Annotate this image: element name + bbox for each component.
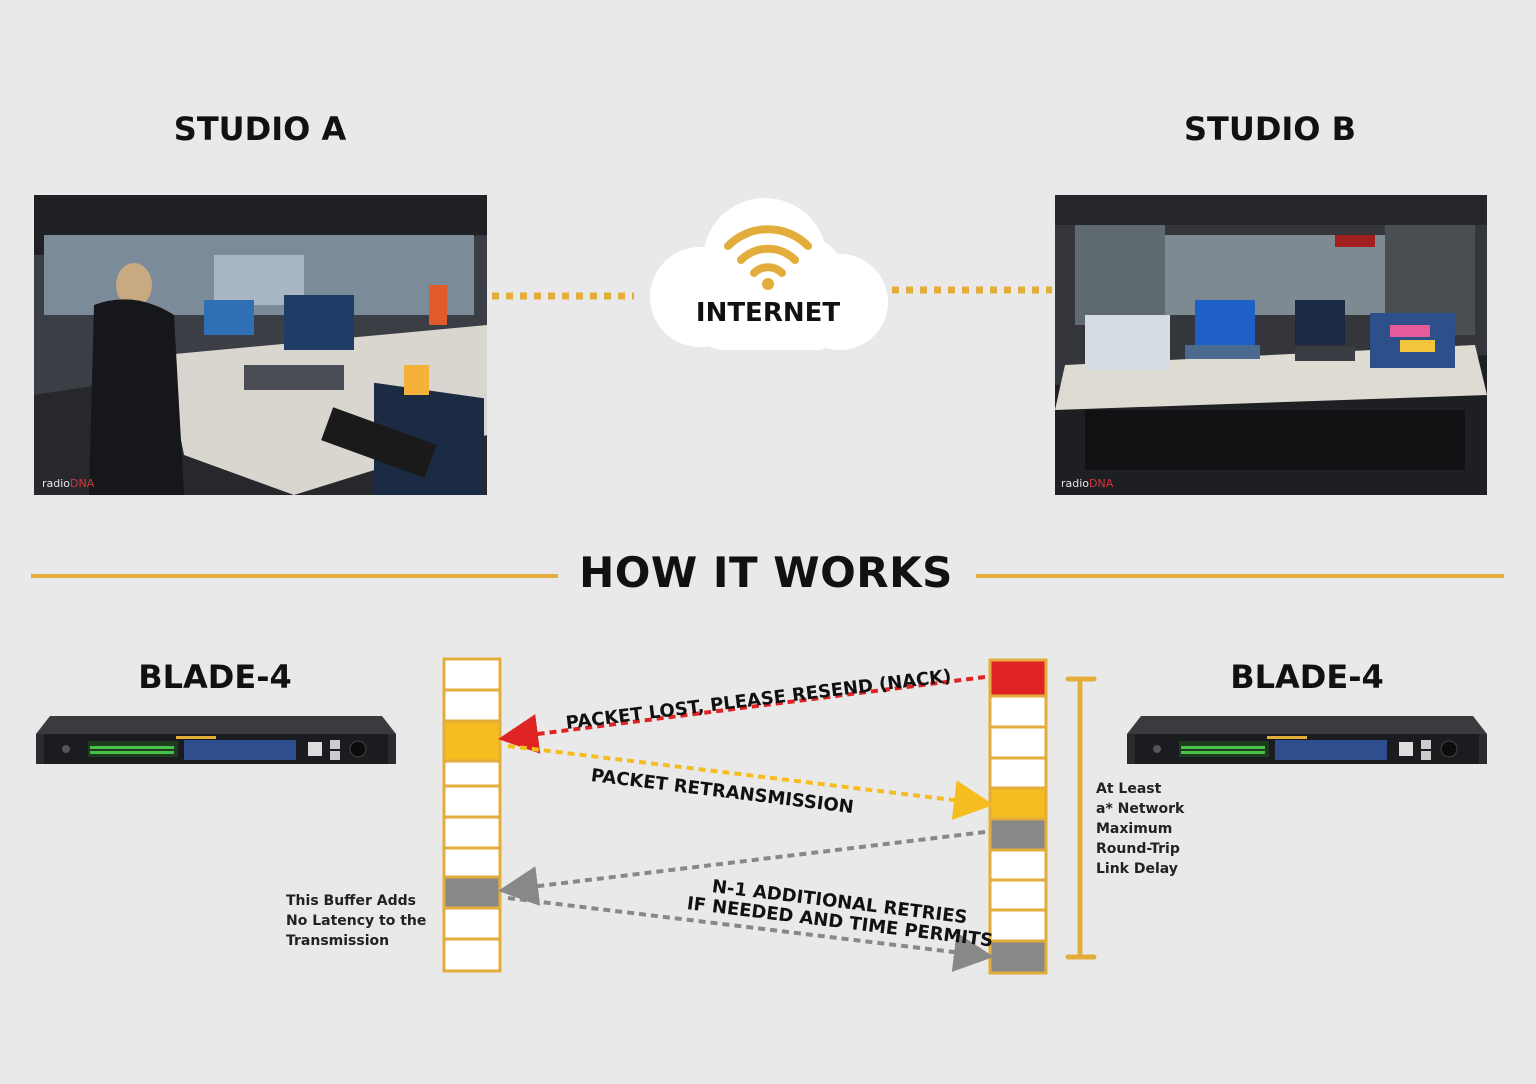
internet-cloud (640, 192, 895, 352)
left-buffer-cell (442, 657, 502, 692)
right-buffer-cell (988, 694, 1048, 729)
studio-a-connector (492, 292, 634, 300)
left-buffer-cell (442, 875, 502, 910)
right-buffer-cell (988, 725, 1048, 760)
how-it-works-title: HOW IT WORKS (579, 548, 953, 597)
left-buffer-cell (442, 759, 502, 788)
divider-right (976, 574, 1504, 578)
delay-note: At Least a* Network Maximum Round-Trip L… (1096, 779, 1206, 879)
left-buffer-cell (442, 846, 502, 879)
left-buffer-cell (442, 906, 502, 941)
studio-b-title: STUDIO B (1183, 110, 1357, 148)
buffer-note: This Buffer Adds No Latency to the Trans… (286, 891, 436, 951)
right-buffer-cell (988, 939, 1048, 975)
left-buffer-cell (442, 784, 502, 819)
delay-note-line: Maximum (1096, 821, 1173, 837)
delay-note-line: Round-Trip (1096, 841, 1180, 857)
svg-text:radioDNA: radioDNA (1061, 477, 1114, 490)
right-buffer-cell (988, 908, 1048, 943)
right-buffer (988, 658, 1048, 975)
delay-note-line: a* Network (1096, 801, 1185, 817)
watermark-a: radioDNA (42, 477, 95, 490)
studio-a-photo: radioDNA (34, 195, 487, 495)
left-buffer-cell (442, 815, 502, 850)
left-buffer-cell (442, 688, 502, 723)
right-buffer-cell (988, 817, 1048, 852)
right-buffer-cell (988, 878, 1048, 912)
left-buffer-cell (442, 937, 502, 973)
wifi-icon (722, 222, 814, 292)
right-buffer-cell (988, 848, 1048, 882)
internet-label: INTERNET (695, 298, 841, 328)
buffer-note-line: This Buffer Adds (286, 893, 416, 909)
blade-left-device (36, 716, 396, 764)
right-buffer-cell (988, 658, 1048, 698)
buffer-note-line: Transmission (286, 933, 390, 949)
left-buffer-cell (442, 719, 502, 763)
delay-note-line: At Least (1096, 781, 1162, 797)
retry-forward-arrow (507, 896, 994, 972)
delay-bracket (1065, 676, 1097, 960)
left-buffer (442, 657, 502, 973)
blade-left-title: BLADE-4 (138, 658, 292, 696)
buffer-note-line: No Latency to the (286, 913, 427, 929)
studio-a-title: STUDIO A (173, 110, 347, 148)
retransmission-arrow (507, 744, 994, 820)
right-buffer-cell (988, 756, 1048, 790)
blade-right-device (1127, 716, 1487, 764)
right-buffer-cell (988, 786, 1048, 821)
studio-b-photo: radioDNA (1055, 195, 1487, 495)
blade-right-title: BLADE-4 (1230, 658, 1384, 696)
divider-left (31, 574, 558, 578)
delay-note-line: Link Delay (1096, 861, 1178, 877)
